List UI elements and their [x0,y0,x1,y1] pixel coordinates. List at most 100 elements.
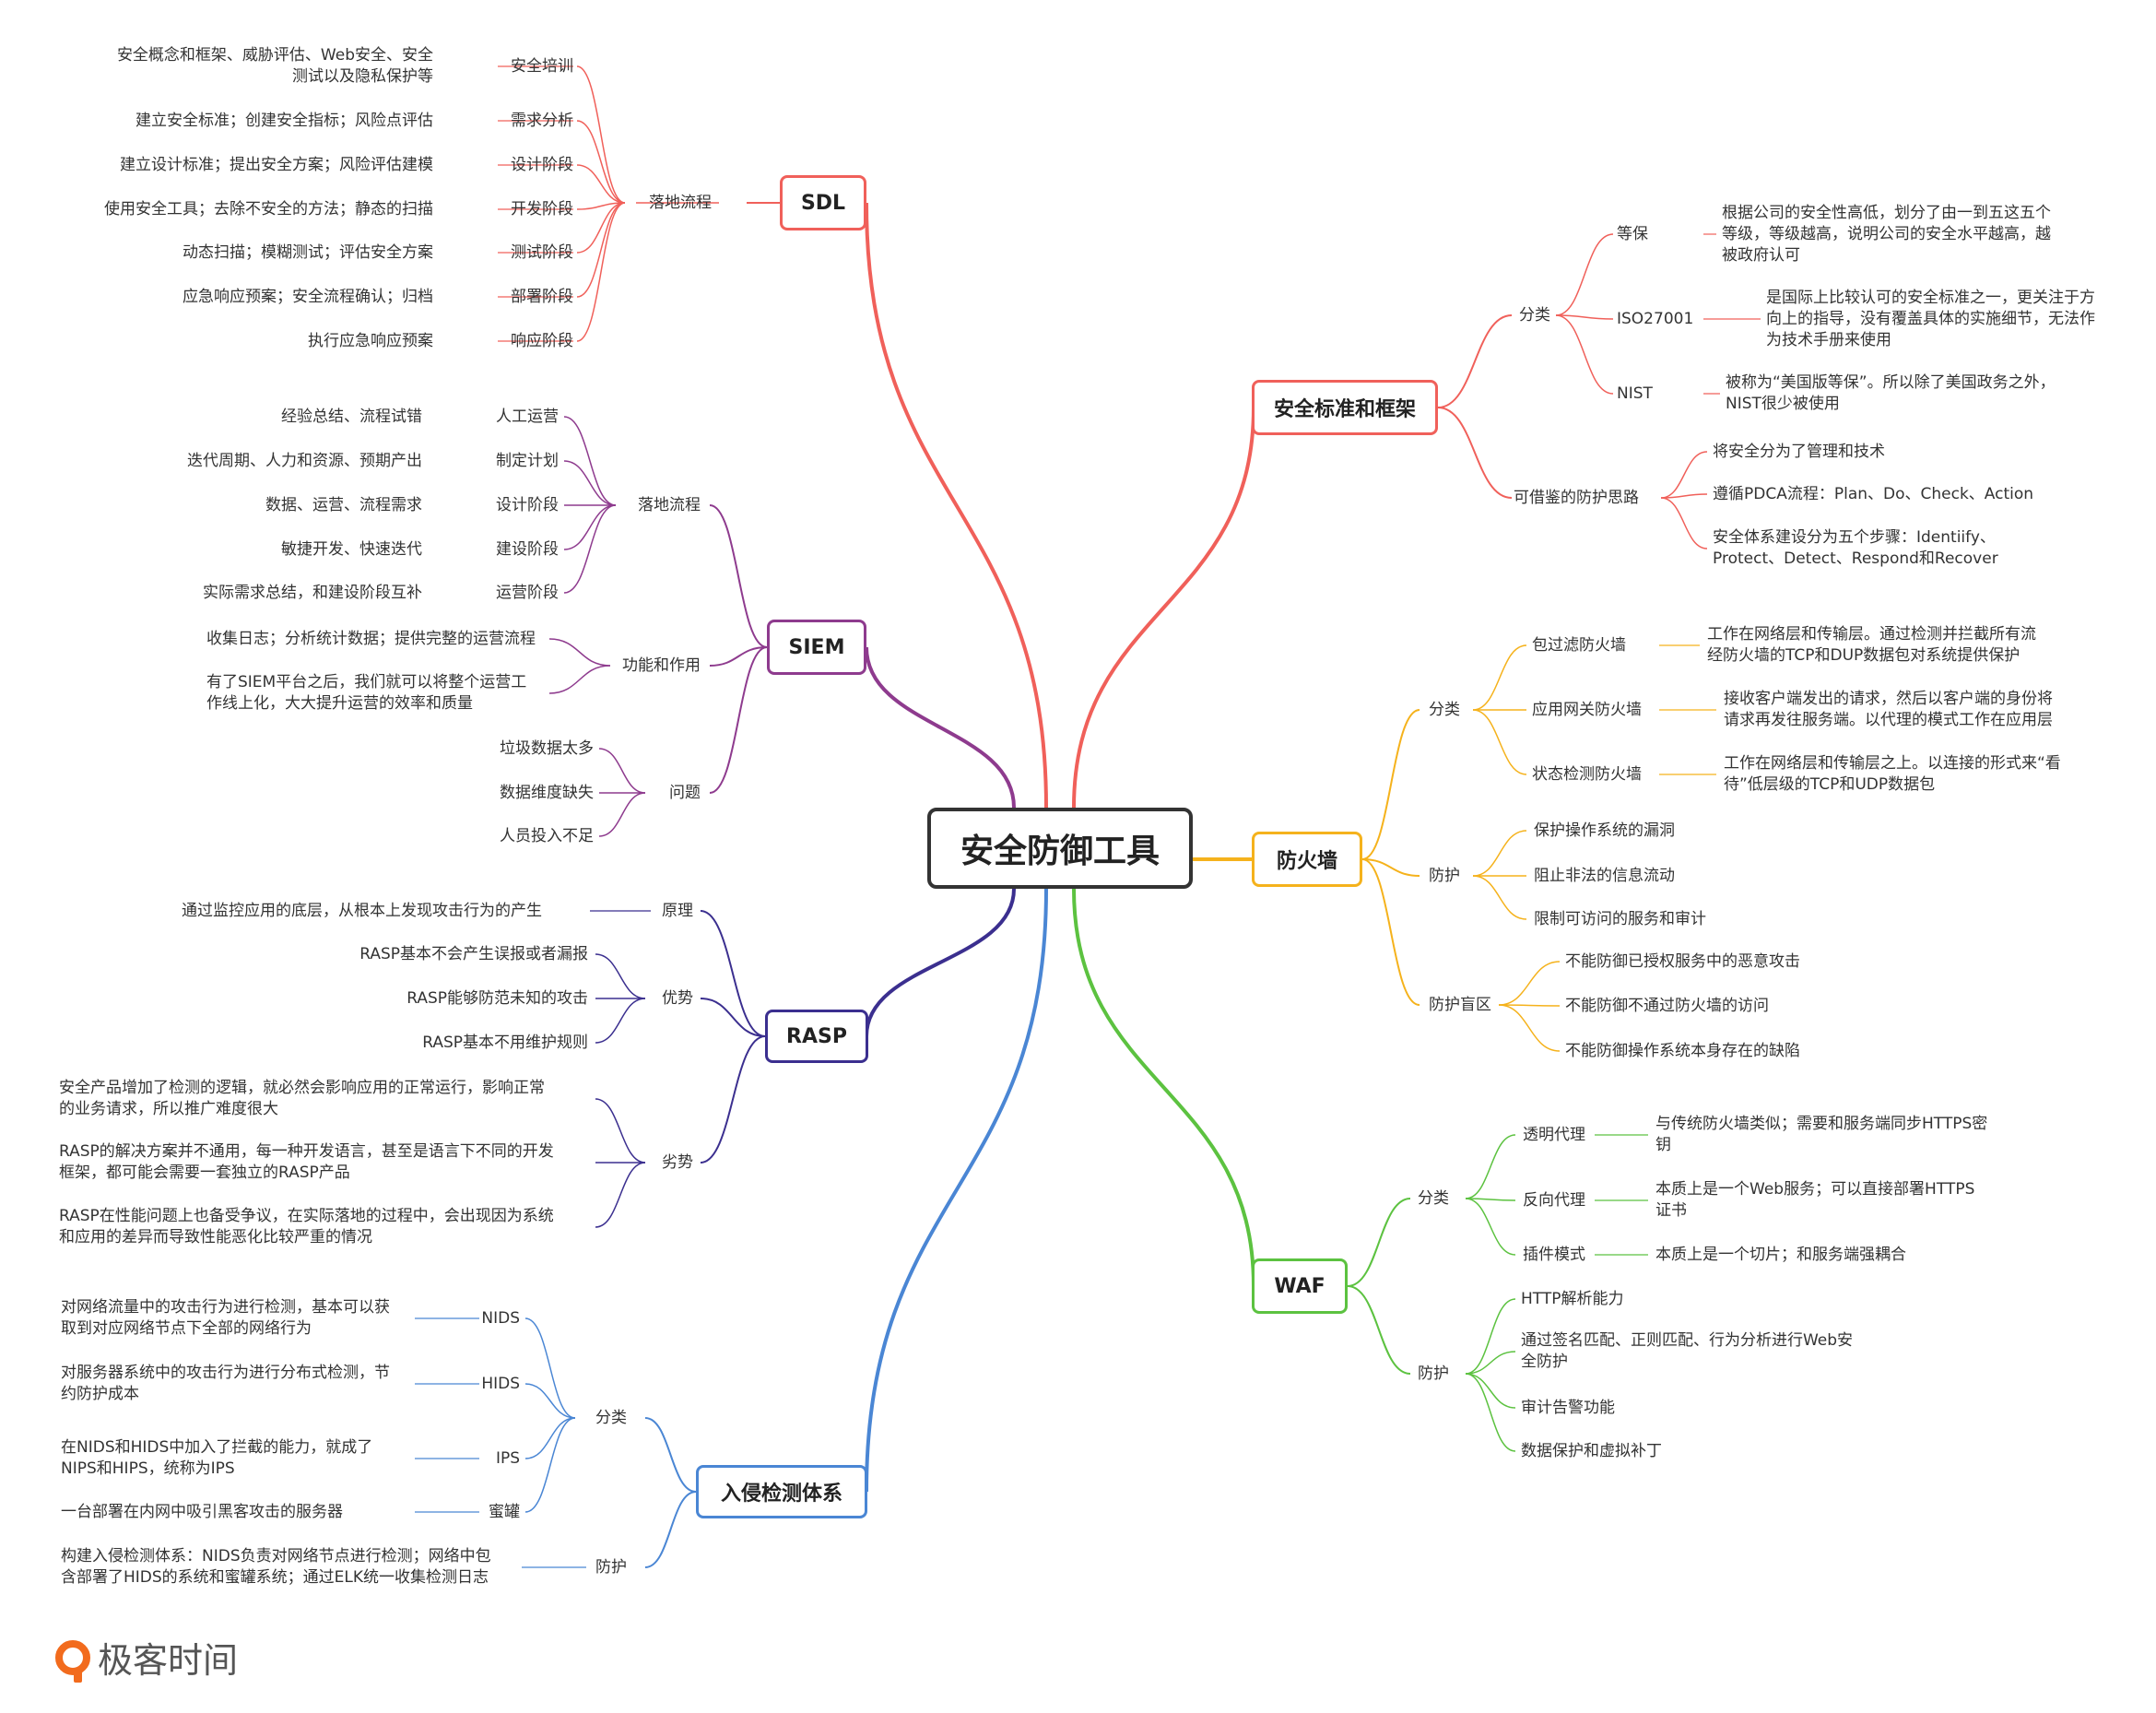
waf-protect-item-2: 审计告警功能 [1521,1398,1615,1417]
connector [1347,1198,1411,1287]
root-node: 安全防御工具 [927,808,1193,889]
sdl-stage-3: 开发阶段 [511,199,573,219]
sdl-stage-1: 需求分析 [511,111,573,130]
firewall-blind-item-0: 不能防御已授权服务中的恶意攻击 [1565,951,1800,971]
connector [1465,1298,1516,1375]
connector [1498,961,1561,1006]
siem-process-step-0: 人工运营 [496,407,559,426]
siem-problem-label: 问题 [669,783,701,802]
connector [1465,1198,1516,1256]
connector [1437,407,1513,499]
waf-protect-item-0: HTTP解析能力 [1521,1289,1624,1308]
connector [548,638,611,667]
ids-category-1: HIDS [481,1374,520,1393]
standard-category-2: NIST [1617,384,1653,403]
connector [1472,709,1527,775]
firewall-protect-item-0: 保护操作系统的漏洞 [1534,821,1675,840]
ids-category-label: 分类 [595,1408,627,1427]
connector [1465,1134,1516,1199]
waf-category-label: 分类 [1418,1188,1449,1208]
firewall-category-desc-1: 接收客户端发出的请求，然后以客户端的身份将请求再发往服务端。以代理的模式工作在应… [1724,690,2053,729]
ids-category-desc-0: 对网络流量中的攻击行为进行检测，基本可以获取到对应网络节点下全部的网络行为 [61,1298,390,1338]
rasp-node: RASP [765,1010,868,1063]
siem-process-desc-0: 经验总结、流程试错 [281,407,422,426]
siem-function-item-0: 收集日志；分析统计数据；提供完整的运营流程 [206,629,536,648]
connector [1472,830,1527,877]
siem-process-step-2: 设计阶段 [496,495,559,514]
sdl-connector [865,202,1048,809]
connector [595,1162,646,1228]
siem-connector [865,646,1016,809]
rasp-disadvantage-item-0: 安全产品增加了检测的逻辑，就必然会影响应用的正常运行，影响正常的业务请求，所以推… [59,1079,545,1118]
waf-category-2: 插件模式 [1523,1245,1585,1264]
connector [1465,1373,1516,1409]
sdl-process-label: 落地流程 [649,193,712,212]
ids-category-0: NIDS [481,1308,520,1328]
standard-idea-item-0: 将安全分为了管理和技术 [1713,442,1885,461]
firewall-category-0: 包过滤防火墙 [1532,635,1626,655]
connector [700,1035,766,1164]
rasp-advantage-label: 优势 [662,988,693,1008]
connector [700,910,766,1037]
connector [644,1491,697,1568]
sdl-stage-desc-6: 执行应急响应预案 [308,331,433,350]
connector [563,504,617,594]
standard-category-0: 等保 [1617,224,1648,243]
connector [576,202,626,342]
connector [709,646,768,667]
siem-function-item-1: 有了SIEM平台之后，我们就可以将整个运营工作线上化，大大提升运营的效率和质量 [206,673,527,713]
connector [576,120,626,204]
brand-logo: 极客时间 [55,1632,238,1683]
rasp-advantage-item-0: RASP基本不会产生误报或者漏报 [359,944,588,963]
connector [524,1417,576,1459]
connector [595,1098,646,1164]
siem-process-step-4: 运营阶段 [496,583,559,602]
waf-connector [1072,888,1255,1287]
standard-idea-item-1: 遵循PDCA流程：Plan、Do、Check、Action [1713,484,2034,503]
connector [1498,1004,1561,1052]
connector [1498,1004,1561,1007]
waf-protect-item-3: 数据保护和虚拟补丁 [1521,1441,1662,1460]
firewall-blind-item-1: 不能防御不通过防火墙的访问 [1565,996,1769,1015]
connector [1465,1373,1516,1452]
standard-category-desc-2: 被称为“美国版等保”。所以除了美国政务之外，NIST很少被使用 [1726,373,2056,413]
standard-category-label: 分类 [1519,305,1550,325]
standard-connector [1072,407,1255,809]
connector [563,416,617,506]
waf-protect-item-1: 通过签名匹配、正则匹配、行为分析进行Web安全防护 [1521,1331,1854,1371]
connector [709,646,768,794]
connector [1361,858,1420,877]
logo-icon [55,1639,90,1683]
firewall-category-desc-0: 工作在网络层和传输层。通过检测并拦截所有流经防火墙的TCP和DUP数据包对系统提… [1707,625,2036,665]
connector [576,65,626,204]
sdl-stage-0: 安全培训 [511,56,573,76]
firewall-category-label: 分类 [1429,700,1460,719]
sdl-stage-6: 响应阶段 [511,331,573,350]
rasp-disadvantage-item-1: RASP的解决方案并不通用，每一种开发语言，甚至是语言下不同的开发框架，都可能会… [59,1142,554,1182]
siem-process-desc-2: 数据、运营、流程需求 [265,495,422,514]
firewall-node: 防火墙 [1252,832,1362,887]
sdl-stage-desc-0: 安全概念和框架、威胁评估、Web安全、安全测试以及隐私保护等 [116,46,433,86]
standard-idea-item-2: 安全体系建设分为五个步骤：Identiify、Protect、Detect、Re… [1713,528,1998,568]
sdl-node: SDL [780,175,866,230]
connector [709,504,768,648]
ids-category-desc-3: 一台部署在内网中吸引黑客攻击的服务器 [61,1502,343,1521]
waf-category-desc-2: 本质上是一个切片；和服务端强耦合 [1655,1245,1906,1264]
sdl-stage-5: 部署阶段 [511,287,573,306]
connector [1660,497,1708,549]
ids-category-desc-1: 对服务器系统中的攻击行为进行分布式检测，节约防护成本 [61,1364,390,1403]
rasp-disadvantage-label: 劣势 [662,1152,693,1172]
ids-connector [865,888,1048,1493]
connector [1660,493,1708,499]
connector [1555,314,1614,395]
sdl-stage-desc-3: 使用安全工具；去除不安全的方法；静态的扫描 [104,199,433,219]
connector [524,1317,576,1419]
connector [1465,1351,1516,1375]
siem-process-desc-1: 迭代周期、人力和资源、预期产出 [187,451,422,470]
connector [1361,858,1420,1006]
rasp-connector [865,888,1016,1037]
standard-category-desc-1: 是国际上比较认可的安全标准之一，更关注于方向上的指导，没有覆盖具体的实施细节，无… [1766,288,2095,349]
